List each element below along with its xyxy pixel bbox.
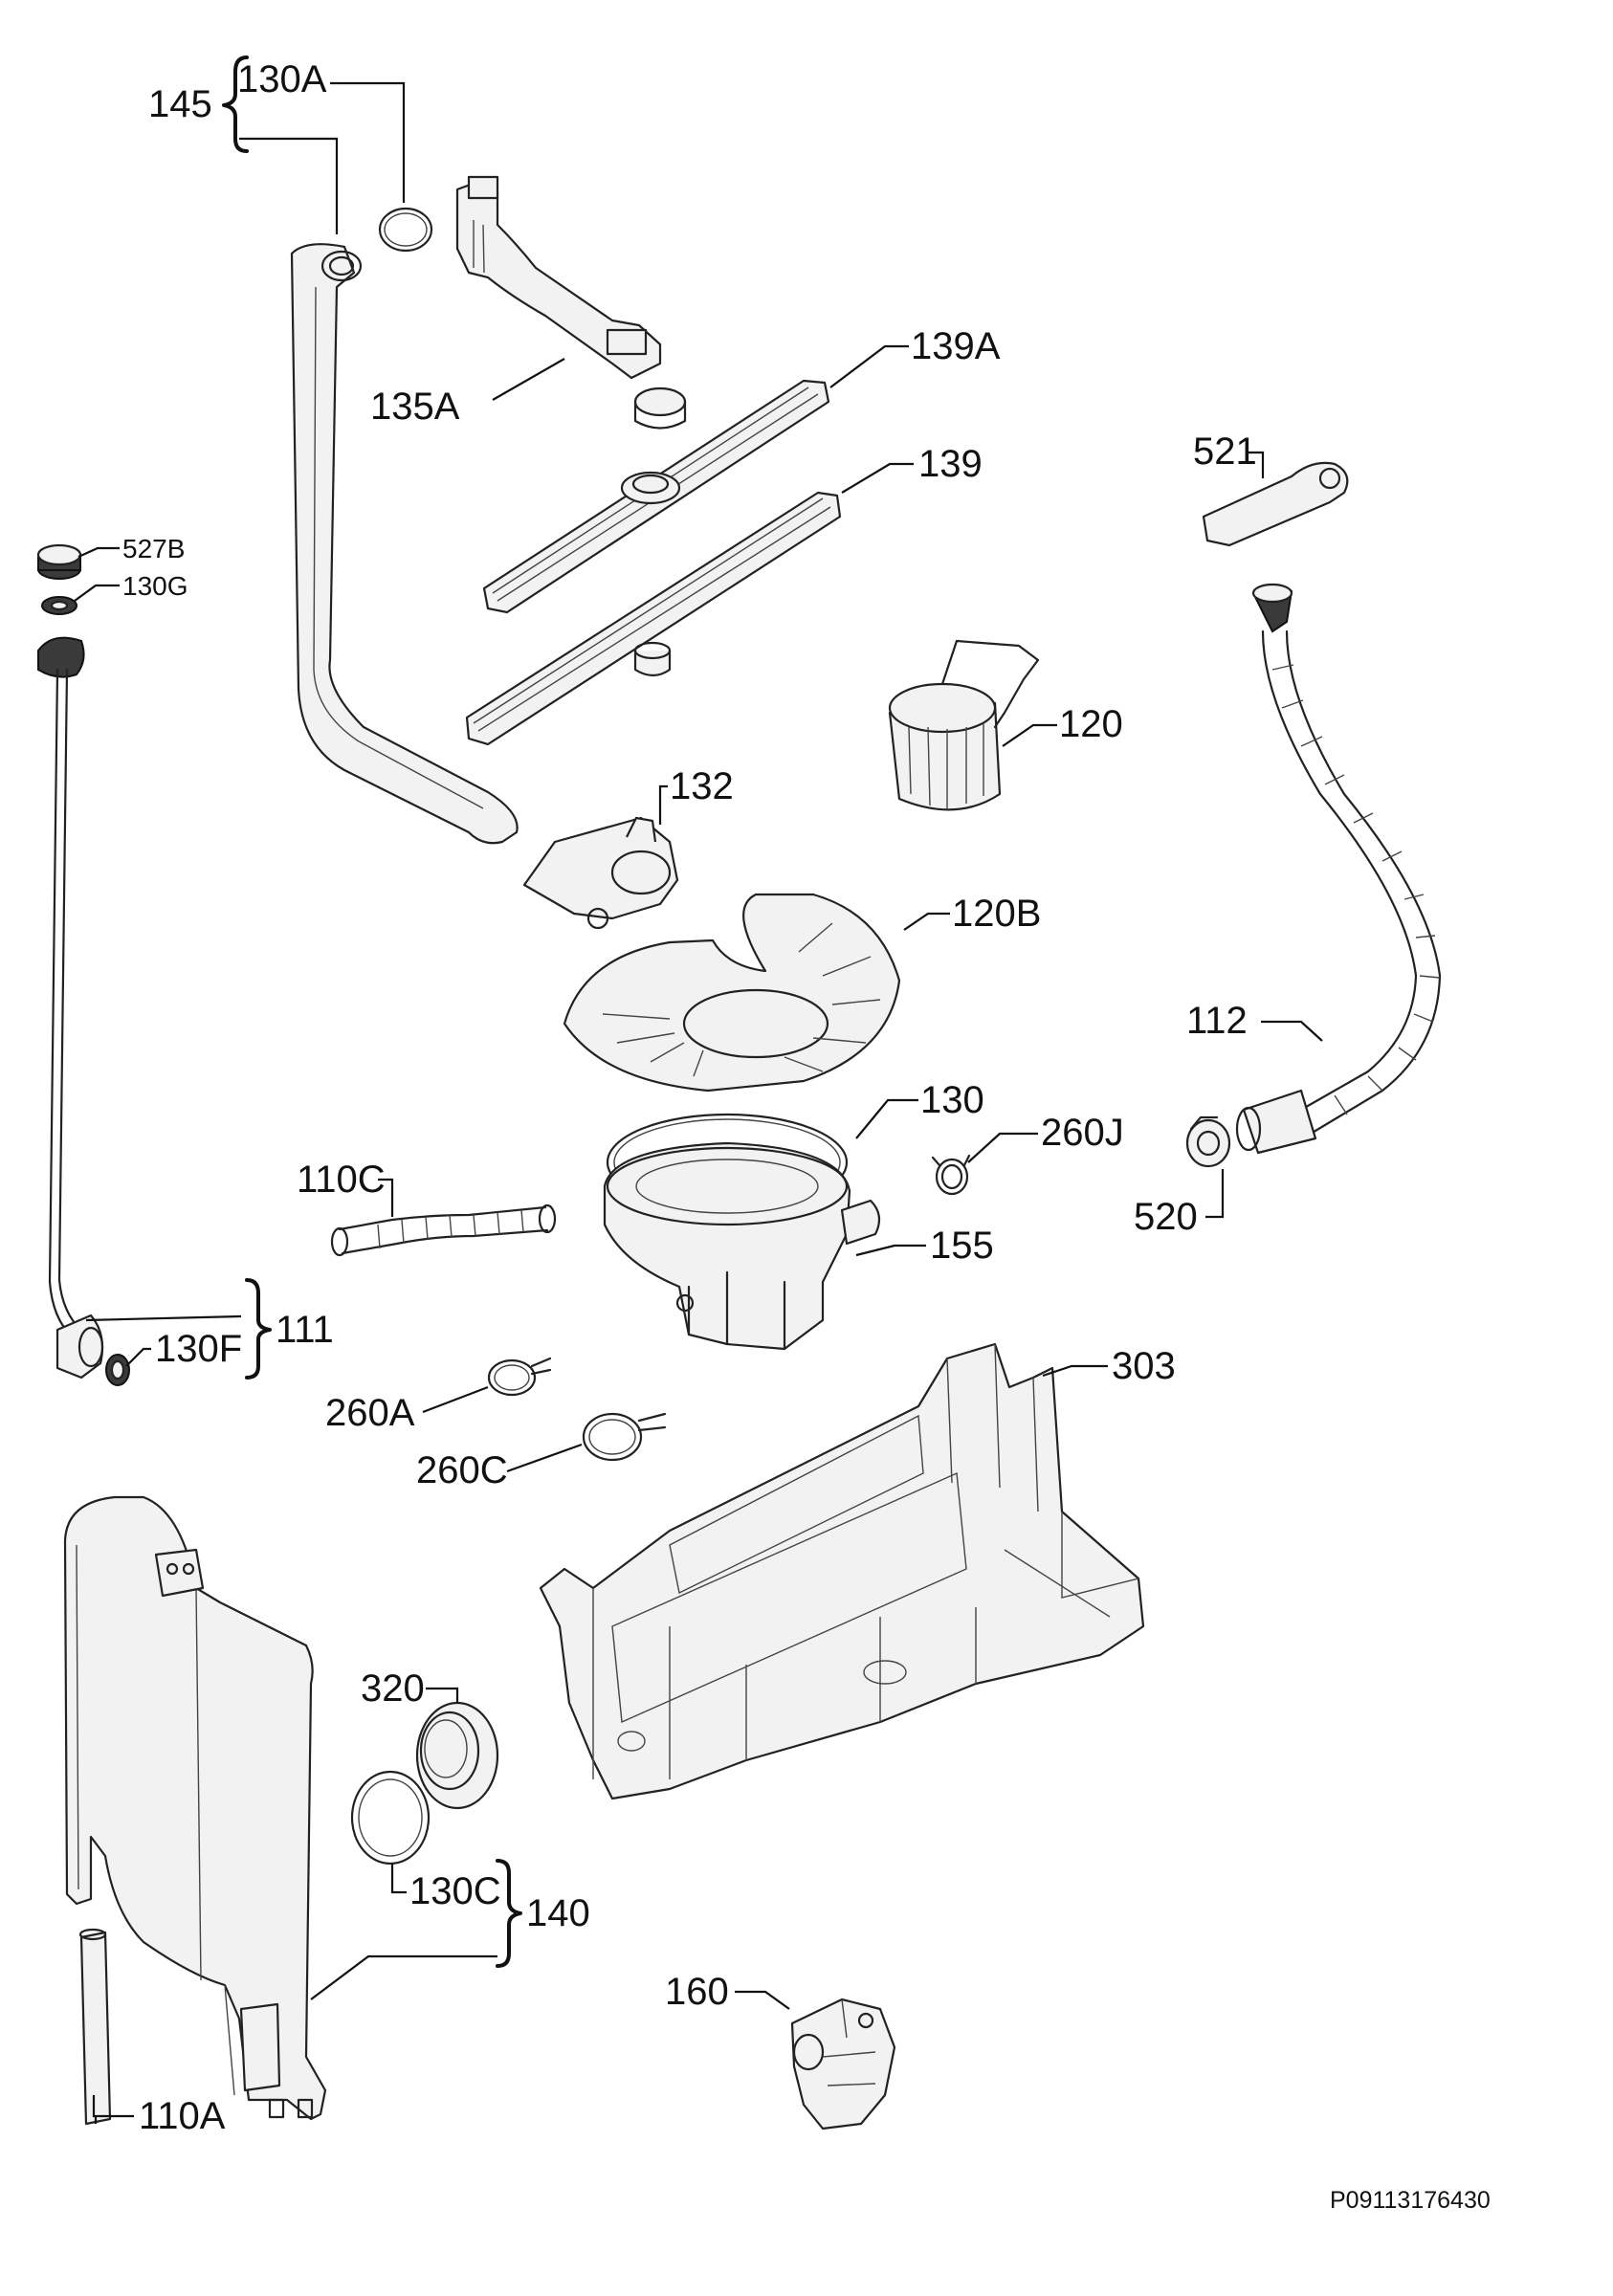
gasket-130f[interactable] xyxy=(105,1354,130,1386)
label-132: 132 xyxy=(670,765,734,807)
leader-120 xyxy=(1002,723,1057,747)
supply-hose-111[interactable] xyxy=(37,636,104,1380)
label-320: 320 xyxy=(361,1667,425,1710)
label-135a: 135A xyxy=(370,386,460,428)
label-130: 130 xyxy=(920,1079,984,1121)
label-110a: 110A xyxy=(139,2095,226,2137)
brace-145 xyxy=(222,55,249,153)
label-111: 111 xyxy=(276,1309,334,1351)
leader-260j xyxy=(967,1132,1038,1163)
leader-140 xyxy=(310,1954,497,2000)
drawing-code: P09113176430 xyxy=(1330,2187,1491,2214)
label-520: 520 xyxy=(1134,1196,1198,1238)
brace-140 xyxy=(496,1859,522,1968)
pump-160[interactable] xyxy=(790,1998,896,2130)
leader-160 xyxy=(735,1990,790,2010)
label-160: 160 xyxy=(665,1971,729,2013)
leader-527b xyxy=(77,546,120,559)
base-frame-303[interactable] xyxy=(539,1342,1145,1800)
label-130c: 130C xyxy=(409,1870,501,1912)
hose-clamp-260c[interactable] xyxy=(582,1412,667,1462)
leader-120b xyxy=(903,912,950,931)
leader-130f xyxy=(125,1347,151,1367)
sump-155[interactable] xyxy=(603,1141,881,1351)
label-140: 140 xyxy=(526,1892,590,1934)
label-155: 155 xyxy=(930,1225,994,1267)
label-303: 303 xyxy=(1112,1345,1176,1387)
ring-130c[interactable] xyxy=(350,1770,431,1866)
leader-111 xyxy=(85,1314,242,1322)
leader-260c xyxy=(506,1443,583,1473)
leader-135a xyxy=(492,358,565,401)
washer-130g[interactable] xyxy=(41,596,77,615)
label-112: 112 xyxy=(1186,1000,1248,1042)
label-130f: 130F xyxy=(155,1328,242,1370)
leader-130c xyxy=(390,1864,407,1894)
hose-110c[interactable] xyxy=(330,1203,557,1257)
seal-320[interactable] xyxy=(415,1701,499,1810)
leader-520 xyxy=(1205,1169,1225,1219)
leader-145 xyxy=(239,137,339,234)
hose-clamp-260a[interactable] xyxy=(487,1357,552,1397)
brace-111 xyxy=(245,1278,272,1380)
hose-clamp-260j[interactable] xyxy=(931,1154,971,1196)
spray-arm-support-135a[interactable] xyxy=(455,175,687,430)
drain-hose-112[interactable] xyxy=(1235,583,1442,1155)
tube-110a[interactable] xyxy=(78,1928,112,2126)
leader-139a xyxy=(829,344,909,388)
filter-120[interactable] xyxy=(888,639,1040,811)
filter-plate-120b[interactable] xyxy=(563,893,901,1093)
leader-260a xyxy=(422,1385,489,1414)
leader-139 xyxy=(841,462,914,494)
spray-pipe-145[interactable] xyxy=(290,243,519,845)
leader-303 xyxy=(1042,1364,1108,1378)
label-120: 120 xyxy=(1059,703,1123,745)
upper-spray-arm-139a[interactable] xyxy=(482,379,830,614)
label-139: 139 xyxy=(918,443,983,485)
leader-110c xyxy=(378,1178,394,1217)
clamp-520[interactable] xyxy=(1185,1115,1231,1168)
label-139a: 139A xyxy=(911,325,1001,367)
label-120b: 120B xyxy=(952,893,1041,935)
hose-bracket-521[interactable] xyxy=(1202,461,1349,547)
label-527b: 527B xyxy=(122,534,185,563)
leader-521 xyxy=(1248,451,1265,478)
label-130g: 130G xyxy=(122,571,188,601)
lower-spray-arm-139[interactable] xyxy=(465,491,842,746)
o-ring-130a[interactable] xyxy=(378,207,433,253)
label-260j: 260J xyxy=(1041,1112,1124,1154)
label-260a: 260A xyxy=(325,1392,415,1434)
leader-110a xyxy=(92,2095,134,2124)
leader-130 xyxy=(855,1098,918,1139)
cap-527b[interactable] xyxy=(36,543,82,580)
leader-112 xyxy=(1261,1020,1323,1042)
label-110c: 110C xyxy=(297,1159,386,1201)
leader-130g xyxy=(74,584,120,602)
leader-130a xyxy=(330,81,406,203)
sensor-bracket-132[interactable] xyxy=(522,816,679,930)
label-260c: 260C xyxy=(416,1449,508,1491)
label-521: 521 xyxy=(1193,430,1257,473)
leader-320 xyxy=(426,1687,459,1703)
side-tank-140[interactable] xyxy=(63,1495,327,2121)
leader-155 xyxy=(855,1244,926,1257)
leader-132 xyxy=(658,784,668,825)
label-145: 145 xyxy=(148,83,212,125)
label-130a: 130A xyxy=(237,58,327,100)
